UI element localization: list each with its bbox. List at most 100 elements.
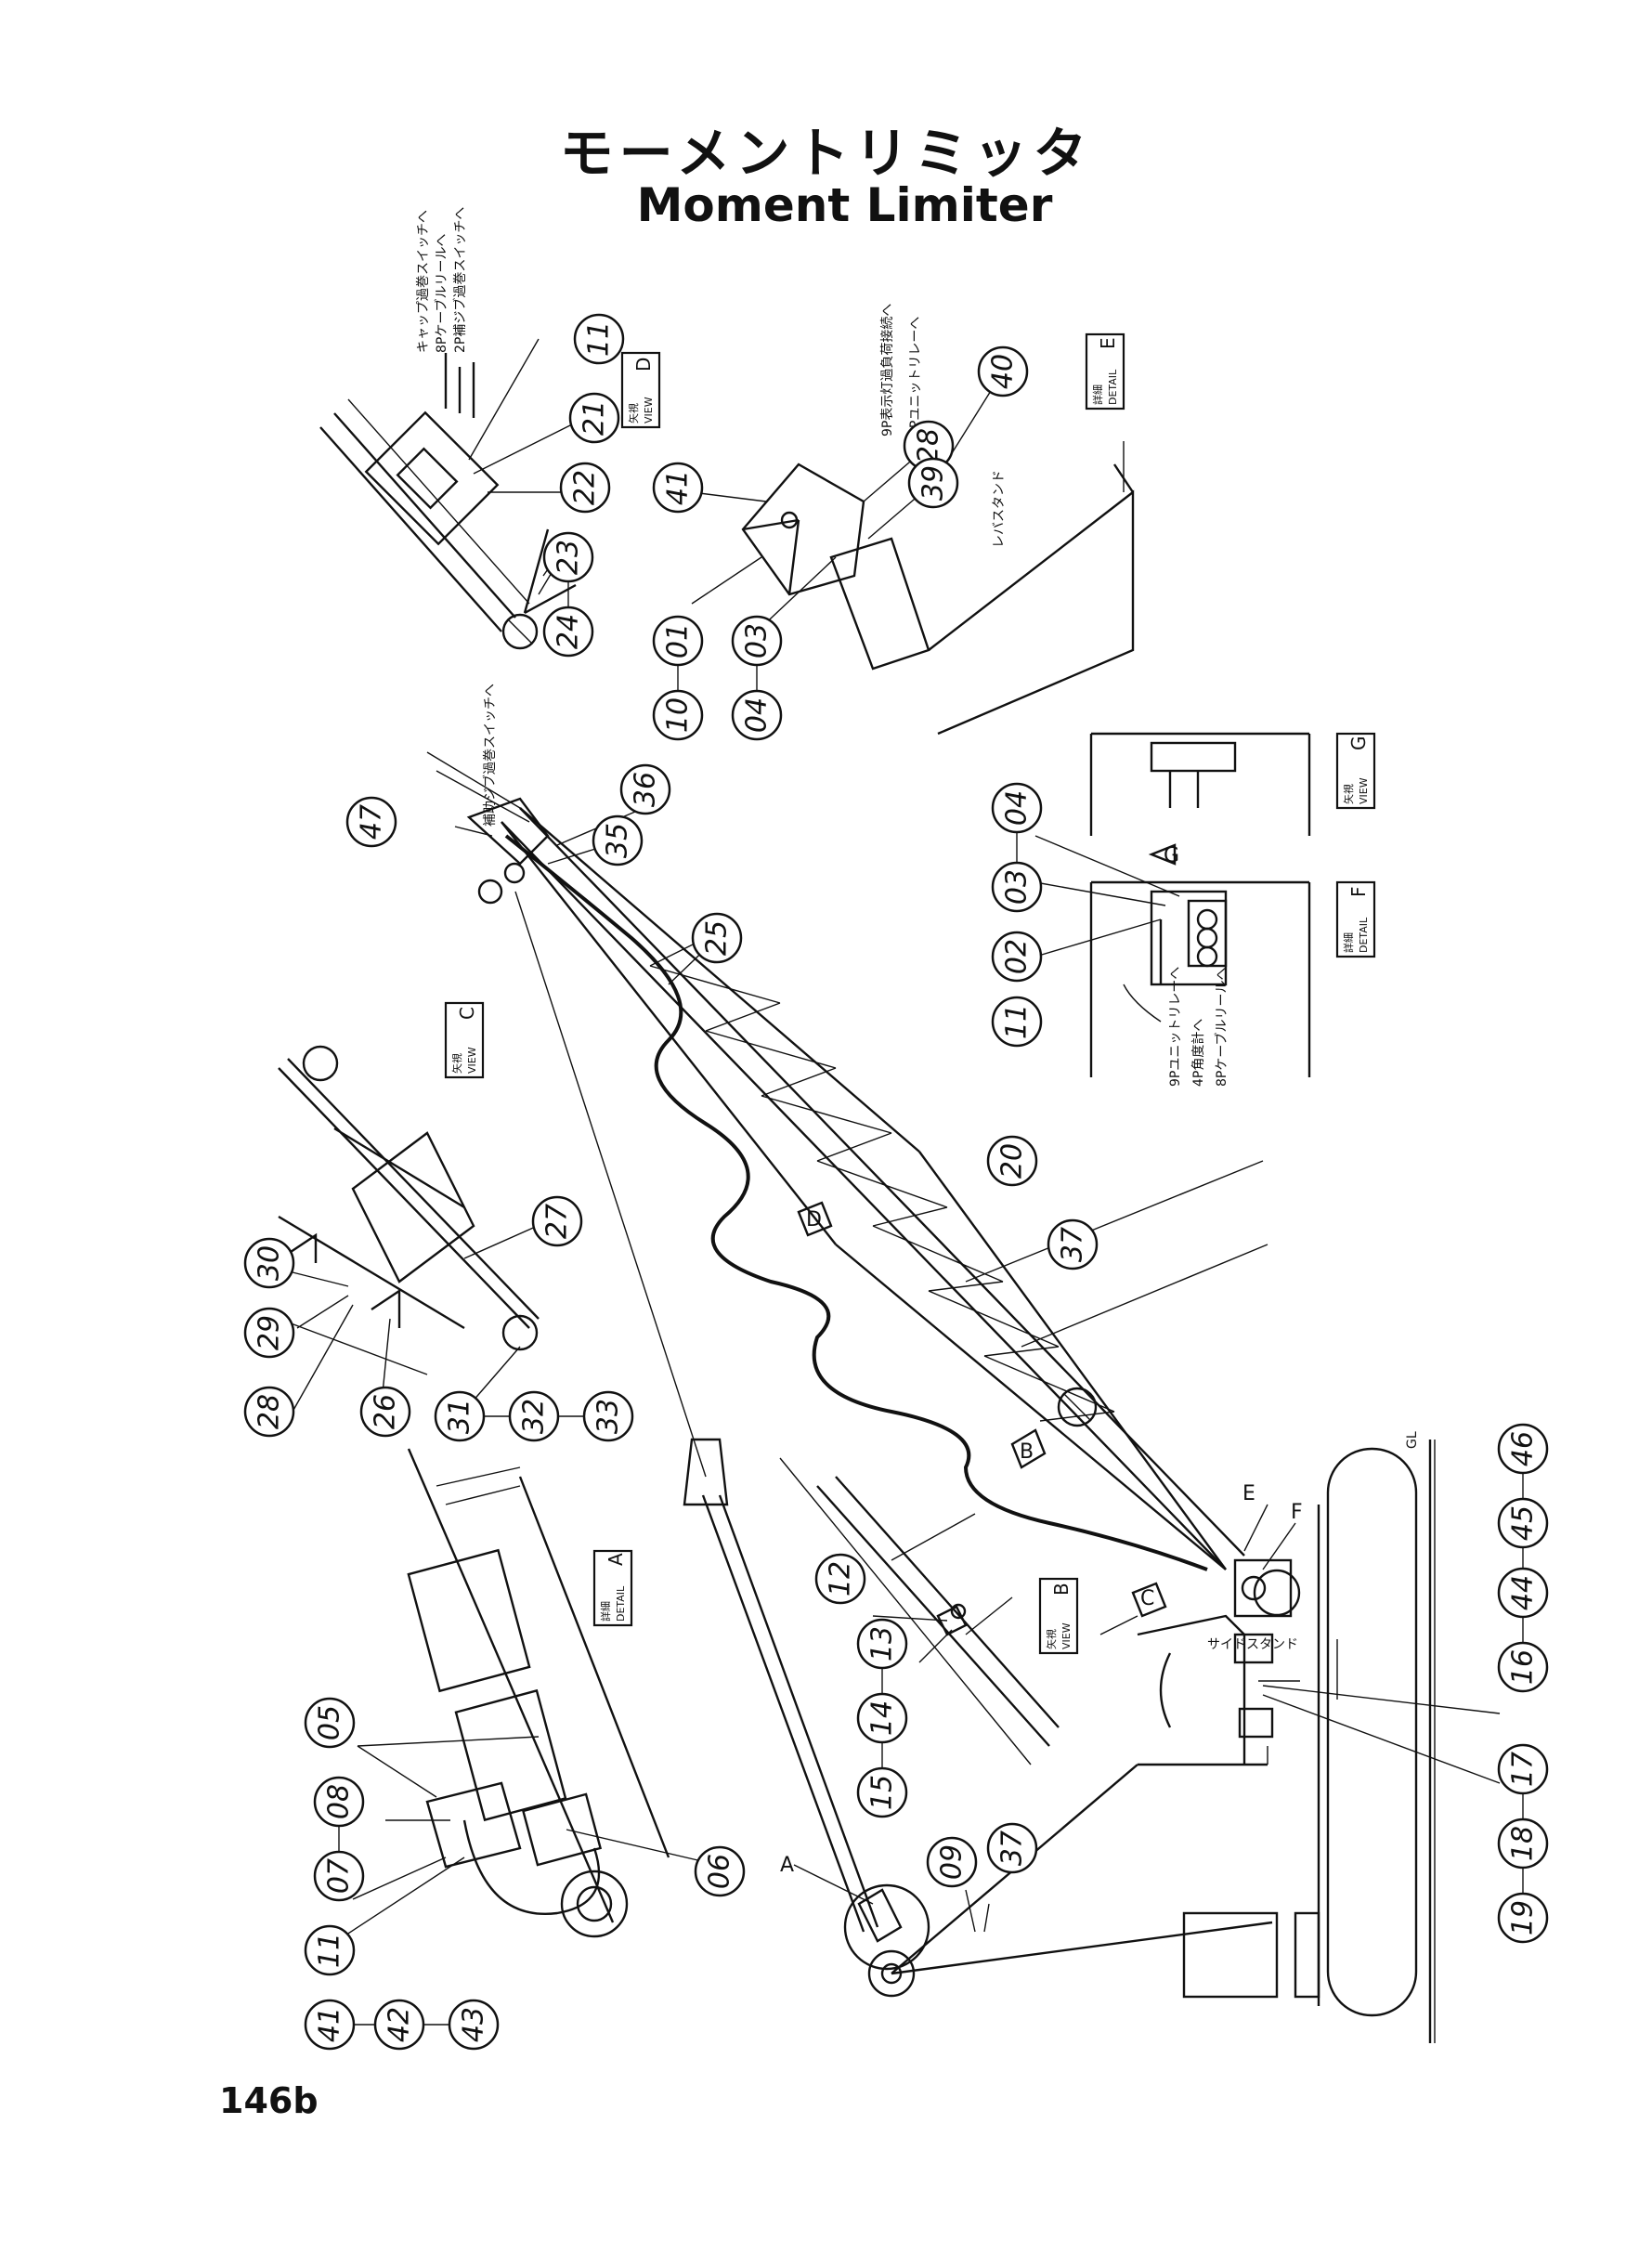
label-view-b: 矢視 VIEW B — [1038, 1577, 1079, 1655]
callout-circle — [856, 1766, 908, 1818]
callout-circle — [907, 457, 959, 509]
label-detail-a: 詳細 DETAIL A — [592, 1549, 633, 1627]
callout-circle — [986, 1822, 1038, 1874]
callout-number: 06 — [704, 1854, 736, 1889]
callout-number: 12 — [825, 1561, 857, 1596]
callout-37: 37 — [1047, 1218, 1099, 1270]
callout-28: 28 — [243, 1386, 295, 1438]
callout-circle — [304, 1999, 356, 2051]
callout-number: 11 — [314, 1933, 346, 1968]
callout-circle — [619, 763, 671, 815]
callout-number: 32 — [518, 1399, 551, 1434]
view-c-drawing — [278, 1045, 549, 1417]
view-b-drawing: B C — [779, 1428, 1167, 1765]
callout-circle — [448, 1999, 500, 2051]
callout-23: 23 — [542, 531, 594, 583]
callout-circle — [1497, 1818, 1549, 1870]
crane-body: サイドスタンド E F — [891, 1482, 1320, 1999]
svg-text:VIEW: VIEW — [1358, 777, 1370, 804]
callout-circle — [856, 1618, 908, 1670]
callout-circle — [304, 1924, 356, 1976]
callout-29: 29 — [243, 1307, 295, 1359]
callout-number: 28 — [254, 1394, 286, 1429]
callout-13: 13 — [856, 1618, 908, 1670]
svg-text:B: B — [1050, 1583, 1073, 1596]
callout-number: 04 — [741, 697, 774, 733]
callout-circle — [926, 1836, 978, 1888]
callout-number: 20 — [996, 1143, 1029, 1179]
callout-37: 37 — [986, 1822, 1038, 1874]
callout-circle — [243, 1237, 295, 1289]
crawler-track: GL — [1317, 1431, 1436, 2043]
callout-number: 46 — [1507, 1431, 1540, 1466]
callout-06: 06 — [694, 1845, 746, 1897]
callout-12: 12 — [814, 1553, 866, 1605]
detail-a-marker: A — [780, 1854, 794, 1877]
callout-11: 11 — [573, 313, 625, 365]
callout-circle — [991, 861, 1043, 913]
svg-text:E: E — [1097, 337, 1119, 349]
detail-f-marker: F — [1291, 1501, 1303, 1524]
callout-circle — [1497, 1423, 1549, 1475]
callout-number: 13 — [866, 1626, 899, 1661]
callout-22: 22 — [559, 462, 611, 514]
callout-circle — [1047, 1218, 1099, 1270]
callout-circle — [568, 392, 620, 444]
callout-01: 01 — [652, 615, 704, 667]
callout-11: 11 — [991, 996, 1043, 1048]
callout-10: 10 — [652, 689, 704, 741]
callout-03: 03 — [731, 615, 783, 667]
callout-number: 27 — [541, 1204, 574, 1239]
callout-35: 35 — [592, 814, 644, 866]
callout-40: 40 — [977, 345, 1029, 397]
svg-text:VIEW: VIEW — [643, 397, 655, 423]
callout-41: 41 — [652, 462, 704, 514]
svg-text:F: F — [1347, 886, 1370, 897]
callout-number: 26 — [370, 1394, 402, 1429]
callout-20: 20 — [986, 1135, 1038, 1187]
callout-circle — [1497, 1743, 1549, 1795]
callout-circle — [977, 345, 1029, 397]
page-number: 146b — [219, 2080, 319, 2121]
callout-number: 33 — [592, 1399, 625, 1434]
view-g-marker: G — [1164, 844, 1179, 867]
callout-26: 26 — [359, 1386, 411, 1438]
view-d-drawing: キャップ過巻スイッチへ 8Pケーブルリールへ 2P補ジブ過巻スイッチへ — [319, 207, 586, 650]
callout-number: 36 — [630, 772, 662, 807]
view-c-marker: C — [1140, 1587, 1154, 1610]
callout-number: 29 — [254, 1315, 286, 1350]
callout-circle — [542, 606, 594, 658]
callout-16: 16 — [1497, 1641, 1549, 1693]
callout-28: 28 — [903, 420, 955, 472]
callout-number: 37 — [996, 1831, 1029, 1866]
callout-circle — [592, 814, 644, 866]
callout-03: 03 — [991, 861, 1043, 913]
callout-number: 35 — [602, 823, 634, 858]
callout-number: 11 — [583, 321, 616, 357]
callout-19: 19 — [1497, 1892, 1549, 1944]
callout-circle — [731, 615, 783, 667]
callout-number: 40 — [987, 354, 1020, 389]
callout-circle — [991, 782, 1043, 834]
detail-e-note-3: レバスタンド — [992, 470, 1007, 548]
label-view-c: 矢視 VIEW C — [444, 1001, 485, 1079]
callout-11: 11 — [304, 1924, 356, 1976]
detail-f-note-1: 9Pユニットリレーへ — [1168, 967, 1183, 1087]
callout-45: 45 — [1497, 1497, 1549, 1549]
detail-f-note-2: 4P角度計へ — [1191, 1019, 1206, 1087]
svg-text:VIEW: VIEW — [466, 1047, 478, 1074]
callout-group: 1121222324410110030428403947353625020304… — [243, 313, 1549, 2051]
svg-text:VIEW: VIEW — [1060, 1622, 1073, 1649]
title-japanese: モーメントリミッタ — [559, 122, 1093, 185]
callout-circle — [559, 462, 611, 514]
callout-number: 03 — [1001, 869, 1034, 905]
callout-number: 01 — [662, 623, 695, 658]
callout-number: 44 — [1507, 1575, 1540, 1610]
callout-circle — [304, 1697, 356, 1749]
callout-circle — [313, 1850, 365, 1902]
callout-number: 03 — [741, 623, 774, 658]
callout-17: 17 — [1497, 1743, 1549, 1795]
callout-number: 24 — [553, 614, 585, 649]
callout-18: 18 — [1497, 1818, 1549, 1870]
